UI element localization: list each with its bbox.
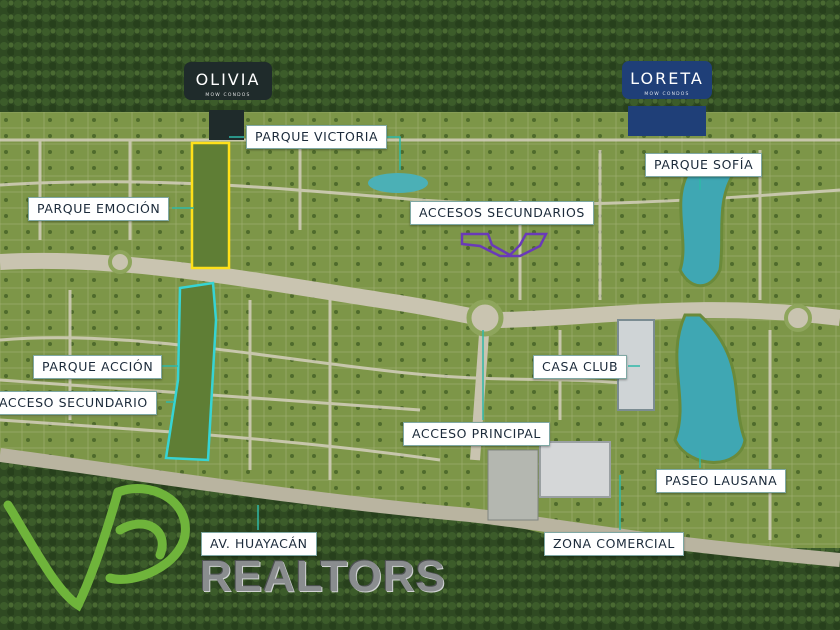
label-paseo-lausana[interactable]: PASEO LAUSANA (656, 469, 787, 493)
roundabout-west (108, 250, 132, 274)
roundabout-main (466, 299, 504, 337)
label-acceso-principal[interactable]: ACCESO PRINCIPAL (403, 422, 550, 446)
parque-sofia-lake-north (678, 168, 738, 288)
parque-victoria-lake (368, 173, 428, 193)
label-zona-comercial[interactable]: ZONA COMERCIAL (544, 532, 684, 556)
olivia-name: OLIVIA (195, 70, 261, 89)
zona-comercial-parking (487, 449, 539, 521)
loreta-name: LORETA (630, 69, 704, 88)
main-boulevard (0, 252, 840, 329)
zona-comercial-building (539, 441, 611, 498)
loreta-subtitle: MOW CONDOS (644, 92, 690, 97)
accesos-secundarios-outline (460, 232, 549, 258)
parque-emocion-outline (190, 141, 231, 270)
label-parque-sofia[interactable]: PARQUE SOFÍA (645, 153, 763, 177)
label-parque-emocion[interactable]: PARQUE EMOCIÓN (28, 197, 170, 221)
paseo-lausana-lake-south (673, 313, 747, 464)
label-parque-accion[interactable]: PARQUE ACCIÓN (33, 355, 163, 379)
vb-leaf-logo-icon (3, 484, 190, 612)
label-av-huayacan[interactable]: AV. HUAYACÁN (201, 532, 317, 556)
label-casa-club[interactable]: CASA CLUB (533, 355, 628, 379)
label-parque-victoria[interactable]: PARQUE VICTORIA (246, 125, 388, 149)
label-accesos-secundarios[interactable]: ACCESOS SECUNDARIOS (410, 201, 594, 225)
realtors-logo-text: REALTORS (200, 552, 446, 601)
loreta-condo-block (628, 106, 706, 136)
loreta-brand-badge: LORETA MOW CONDOS (622, 61, 712, 99)
street-grid (0, 138, 840, 540)
leader-lines (162, 136, 701, 530)
olivia-brand-badge: OLIVIA MOW CONDOS (184, 62, 272, 100)
label-acceso-secundario[interactable]: ACCESO SECUNDARIO (0, 391, 157, 415)
olivia-condo-block (209, 110, 244, 140)
parque-accion-outline (164, 281, 218, 462)
roundabout-east (784, 304, 812, 332)
olivia-subtitle: MOW CONDOS (205, 93, 251, 98)
